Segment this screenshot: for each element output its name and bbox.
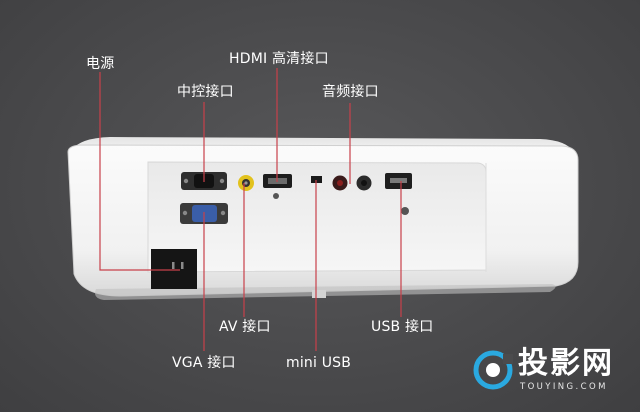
power-inlet [151,249,197,289]
vga-port-label: VGA 接口 [172,355,236,371]
leader-lines [99,68,402,351]
logo-title: 投影网 [518,346,614,381]
hdmi-port-label: HDMI 高清接口 [229,51,329,67]
usb-port-label: USB 接口 [371,319,434,335]
site-logo: 投影网 TOUYING.COM [472,344,632,404]
projector-foot [312,290,326,298]
mini-usb-port [311,176,322,183]
av-port-label: AV 接口 [219,319,271,335]
usb-port [385,173,412,215]
av-port [238,175,254,191]
audio-ports [332,175,372,191]
audio-port-label: 音频接口 [322,84,379,100]
mini-usb-label: mini USB [286,355,352,371]
leader-power [99,72,180,271]
logo-mark-icon [473,350,513,390]
power-label: 电源 [86,56,115,72]
logo-subtitle: TOUYING.COM [520,382,608,392]
control-port-label: 中控接口 [177,84,234,100]
